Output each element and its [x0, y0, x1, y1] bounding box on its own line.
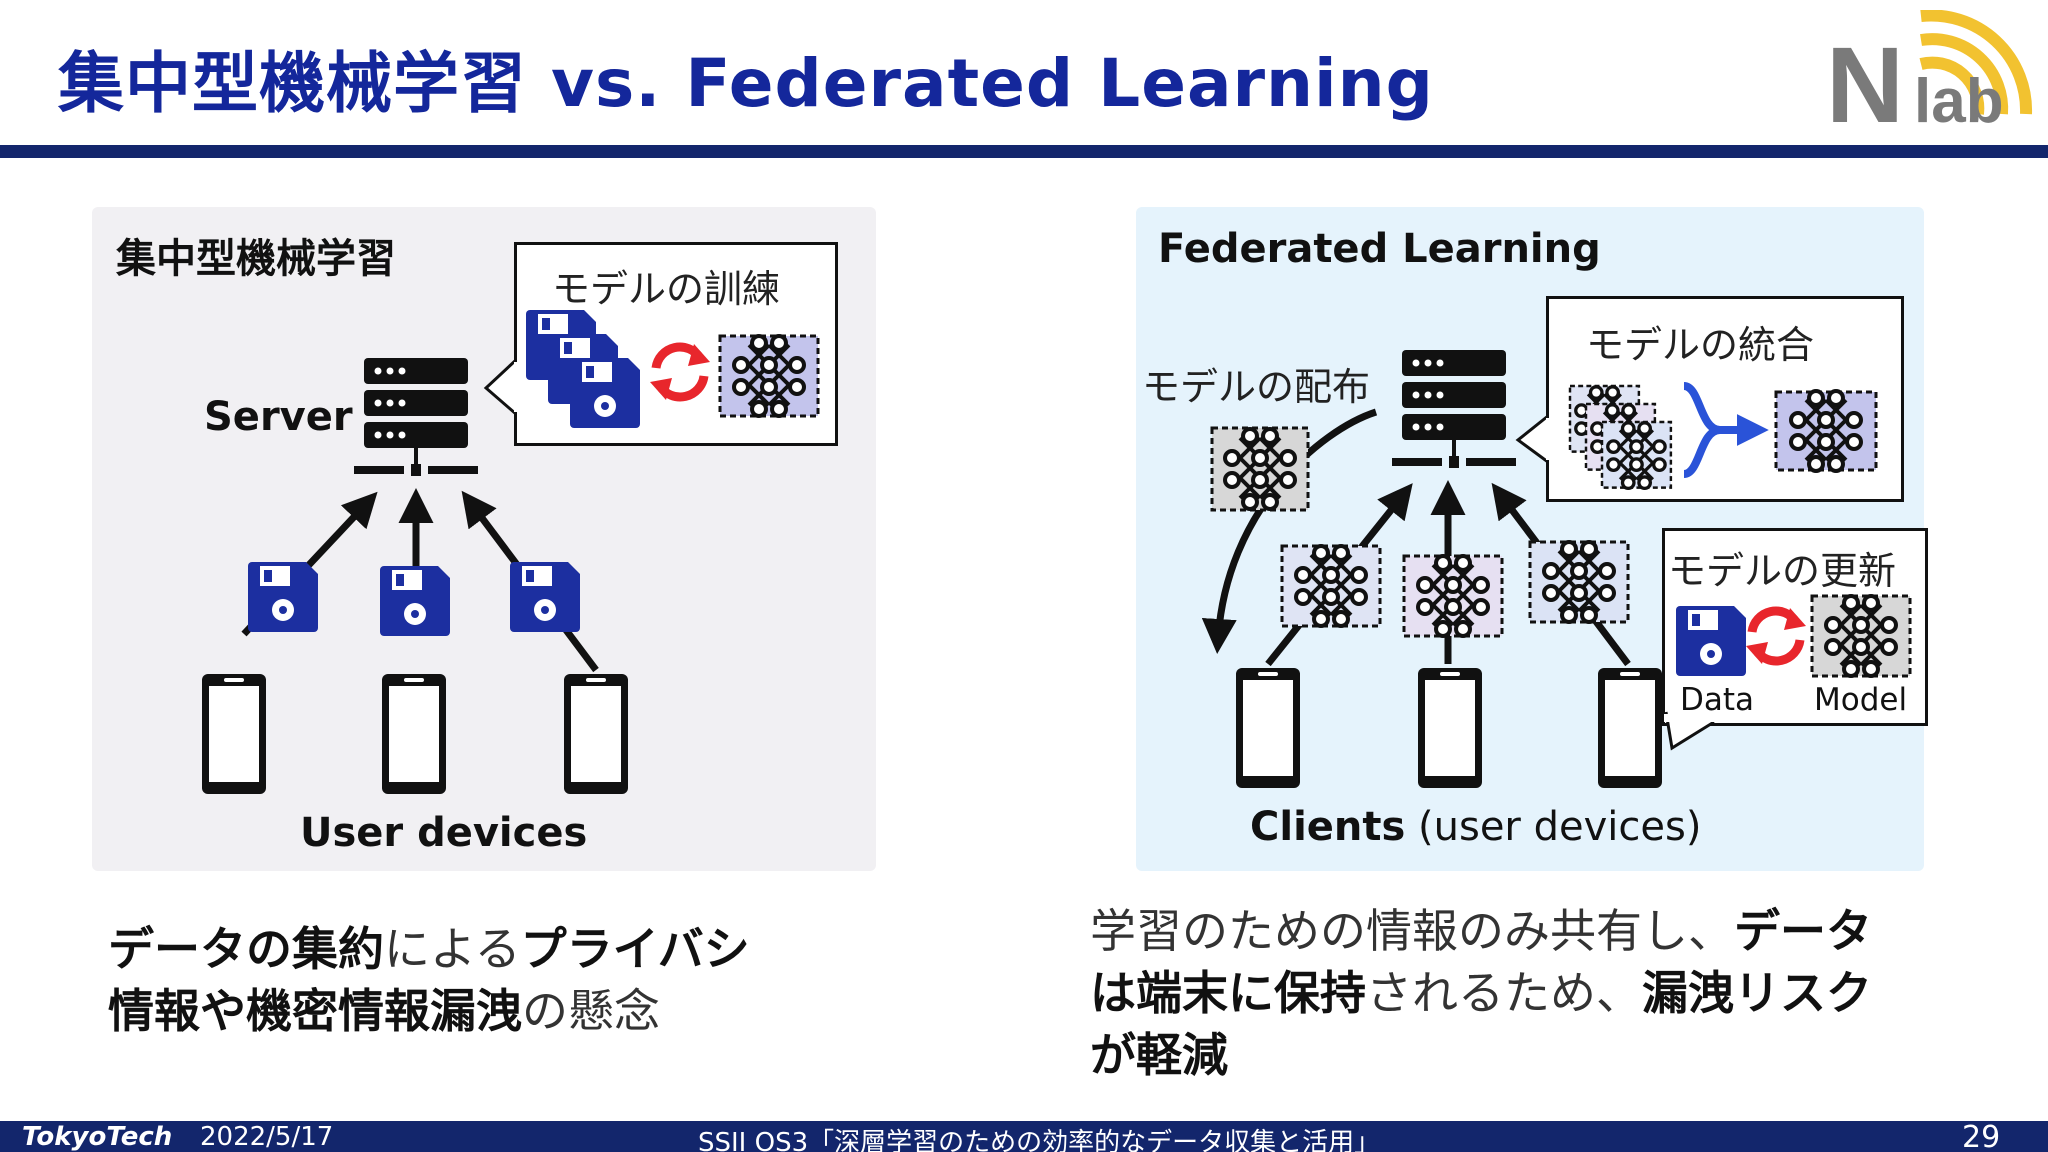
- training-label: モデルの訓練: [552, 267, 781, 311]
- logo-lab: lab: [1914, 67, 2004, 132]
- smartphone-icon: [382, 674, 446, 794]
- summary-left-text-2: の懸念: [522, 984, 660, 1038]
- slide-title: 集中型機械学習 vs. Federated Learning: [58, 45, 1434, 122]
- clients-label: Clients (user devices): [1250, 804, 1701, 850]
- federated-panel-title: Federated Learning: [1158, 226, 1601, 272]
- neural-network-icon: [718, 334, 820, 418]
- footer-bar: TokyoTech 2022/5/17 SSII OS3「深層学習のための効率的…: [0, 1120, 2048, 1152]
- floppy-disk-icon: [570, 358, 640, 428]
- data-label: Data: [1680, 682, 1755, 718]
- server-icon: [1392, 350, 1516, 468]
- summary-left-bold-3: 情報や機密情報漏洩: [108, 984, 522, 1038]
- logo-n: N: [1826, 24, 1904, 132]
- centralized-panel-title: 集中型機械学習: [116, 236, 396, 282]
- summary-federated: 学習のための情報のみ共有し、データ は端末に保持されるため、漏洩リスク が軽減: [1090, 900, 1970, 1086]
- floppy-disk-icon: [380, 566, 450, 636]
- floppy-disk-icon: [1676, 606, 1746, 676]
- summary-right-bold-1: データ: [1734, 904, 1872, 958]
- distribute-label: モデルの配布: [1142, 365, 1371, 409]
- summary-right-text-1: 学習のための情報のみ共有し、: [1090, 904, 1734, 958]
- footer-talk-title: SSII OS3「深層学習のための効率的なデータ収集と活用」: [698, 1128, 1381, 1152]
- sync-icon: [1746, 606, 1806, 666]
- summary-left-text-1: による: [384, 922, 521, 976]
- update-label: モデルの更新: [1668, 549, 1897, 593]
- summary-right-bold-4: が軽減: [1090, 1028, 1228, 1082]
- summary-left-bold-2: プライバシ: [520, 922, 750, 976]
- smartphone-icon: [202, 674, 266, 794]
- smartphone-icon: [1418, 668, 1482, 788]
- server-icon: [354, 358, 478, 476]
- smartphone-icon: [1598, 668, 1662, 788]
- footer-date: 2022/5/17: [200, 1122, 334, 1152]
- smartphone-icon: [1236, 668, 1300, 788]
- clients-bold: Clients: [1250, 804, 1406, 850]
- summary-right-bold-3: 漏洩リスク: [1642, 966, 1872, 1020]
- floppy-disk-icon: [510, 562, 580, 632]
- neural-network-icon: [1402, 554, 1504, 638]
- aggregate-label: モデルの統合: [1586, 323, 1815, 367]
- clients-rest: (user devices): [1405, 804, 1702, 850]
- merge-arrow-icon: [1682, 382, 1769, 478]
- neural-network-icon: [1210, 426, 1310, 512]
- nlab-logo: N lab: [1826, 9, 2036, 145]
- summary-right-text-2: されるため、: [1366, 966, 1642, 1020]
- sync-icon: [650, 342, 710, 402]
- floppy-disk-icon: [248, 562, 318, 632]
- neural-network-icon: [1280, 544, 1382, 628]
- neural-network-icon: [1600, 420, 1673, 491]
- footer-org: TokyoTech: [22, 1122, 173, 1152]
- model-label: Model: [1814, 682, 1908, 718]
- neural-network-icon: [1528, 540, 1630, 624]
- smartphone-icon: [564, 674, 628, 794]
- server-label: Server: [204, 394, 353, 440]
- summary-centralized: データの集約によるプライバシ 情報や機密情報漏洩の懸念: [108, 918, 868, 1042]
- neural-network-icon: [1774, 389, 1878, 473]
- neural-network-icon: [1810, 594, 1912, 678]
- summary-right-bold-2: は端末に保持: [1090, 966, 1366, 1020]
- page-number: 29: [1962, 1120, 2001, 1152]
- summary-left-bold-1: データの集約: [108, 922, 384, 976]
- title-rule: [0, 145, 2048, 158]
- user-devices-label: User devices: [300, 810, 588, 856]
